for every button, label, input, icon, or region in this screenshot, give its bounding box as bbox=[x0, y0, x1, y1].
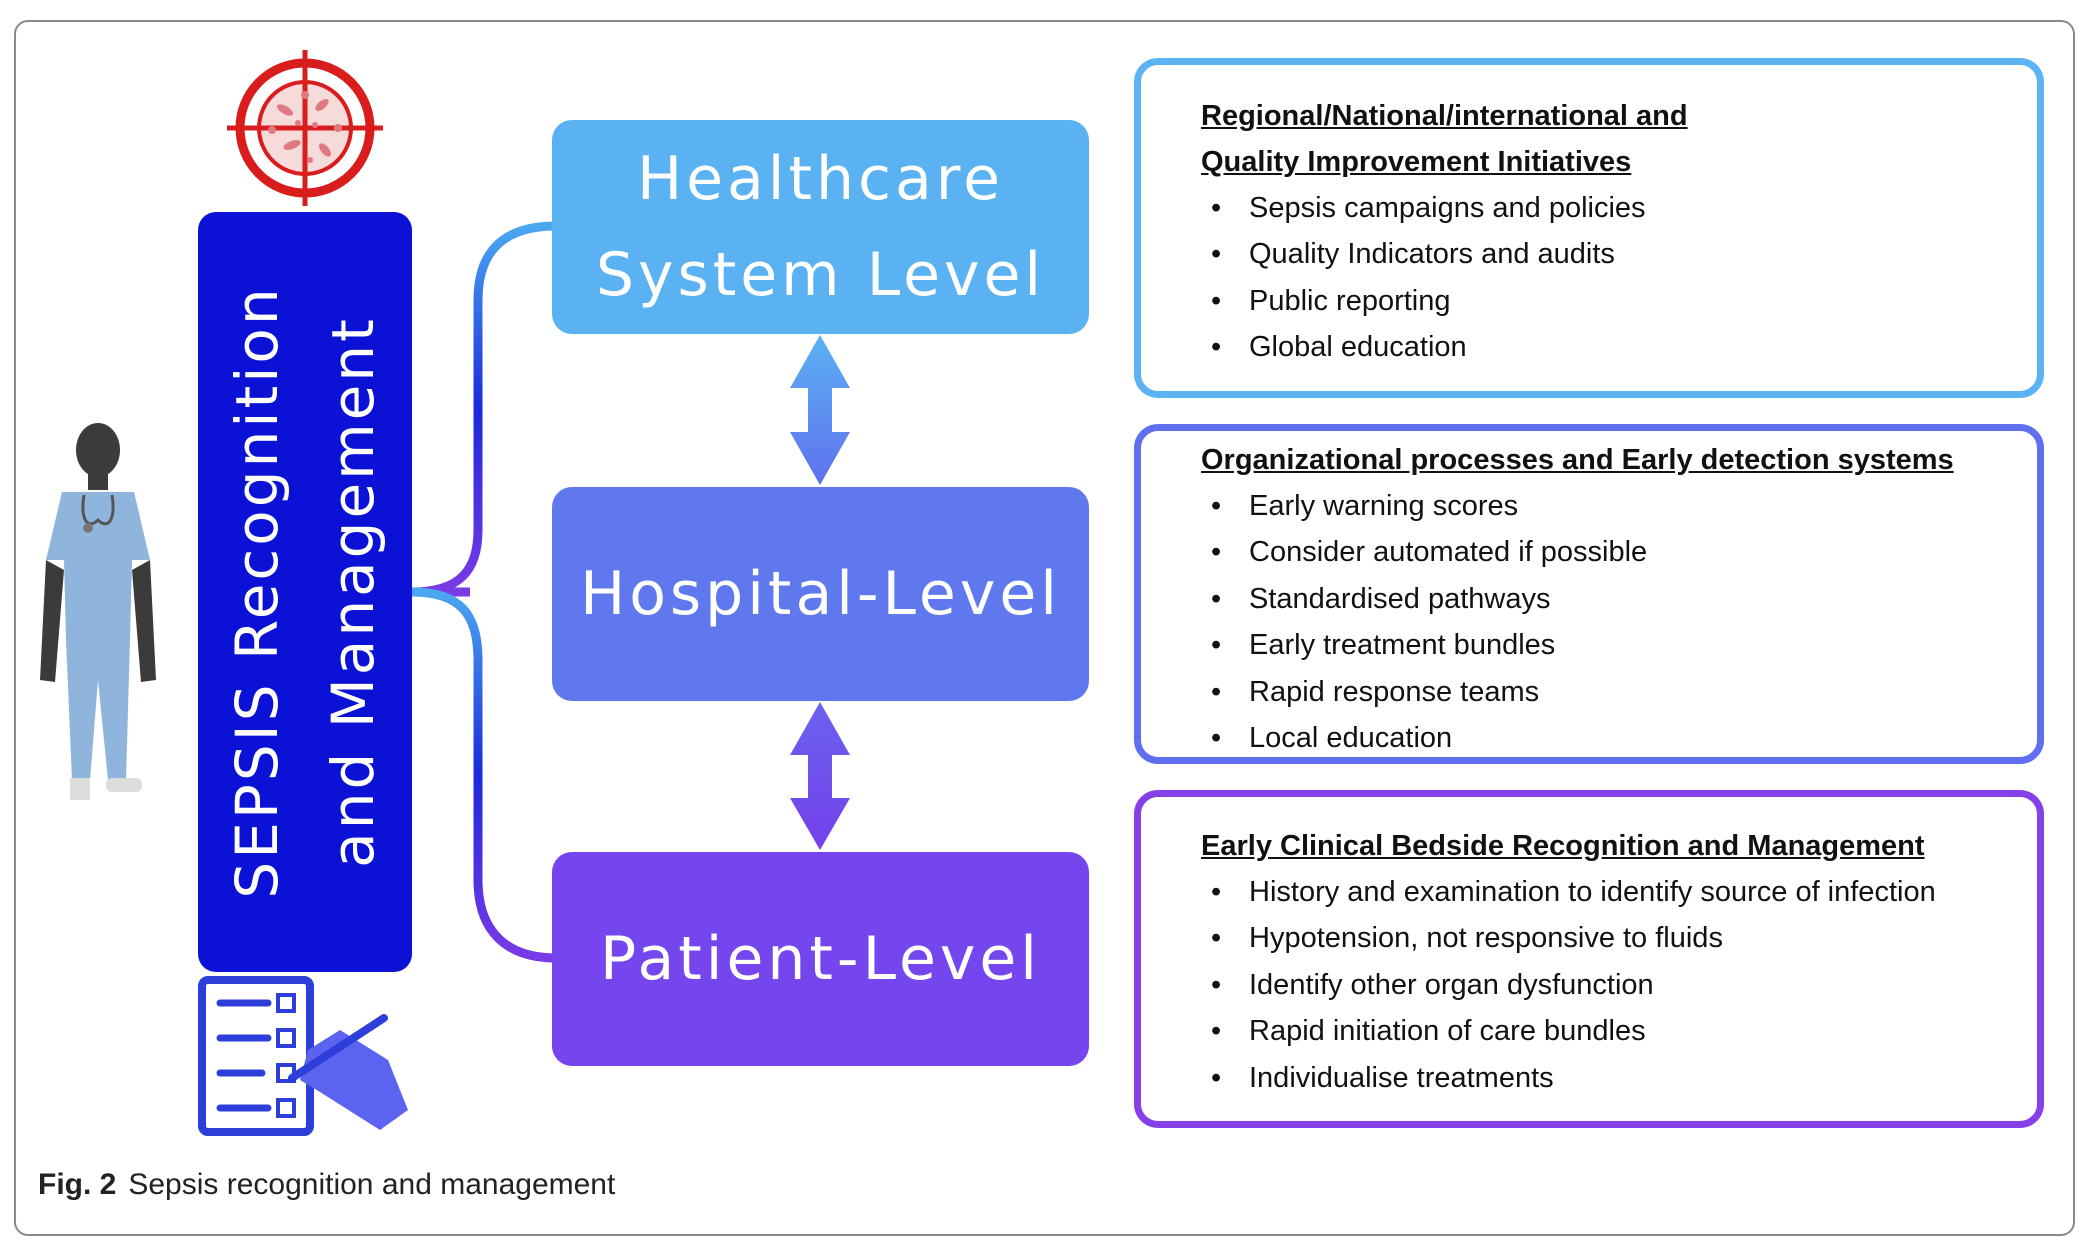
hospital-level-box: Hospital-Level bbox=[552, 487, 1089, 701]
healthcare-system-level-box: Healthcare System Level bbox=[552, 120, 1089, 334]
regional-initiatives-box: Regional/National/international and Qual… bbox=[1134, 58, 2044, 398]
list-item: Global education bbox=[1211, 324, 1646, 371]
list-item: Hypotension, not responsive to fluids bbox=[1211, 915, 1936, 962]
list-item: Public reporting bbox=[1211, 278, 1646, 325]
list-item: Local education bbox=[1211, 715, 1647, 762]
target-bacteria-icon bbox=[227, 50, 383, 206]
box-bullet-list: Sepsis campaigns and policies Quality In… bbox=[1211, 185, 1646, 371]
box-title-line2: Quality Improvement Initiatives bbox=[1201, 146, 1632, 178]
level-label-line1: Healthcare bbox=[636, 144, 1005, 214]
checklist-hand-icon bbox=[198, 976, 408, 1136]
clinician-figure-icon bbox=[40, 423, 156, 800]
sepsis-title-line1: SEPSIS Recognition bbox=[223, 285, 291, 899]
box-title: Organizational processes and Early detec… bbox=[1201, 444, 1954, 476]
list-item: Early treatment bundles bbox=[1211, 622, 1647, 669]
list-item: Sepsis campaigns and policies bbox=[1211, 185, 1646, 232]
level-label: Hospital-Level bbox=[580, 559, 1061, 629]
branch-connector bbox=[411, 221, 557, 963]
figure-caption: Fig. 2 Sepsis recognition and management bbox=[38, 1168, 615, 1202]
list-item: Consider automated if possible bbox=[1211, 529, 1647, 576]
list-item: Early warning scores bbox=[1211, 483, 1647, 530]
double-arrow-system-hospital bbox=[790, 335, 850, 485]
caption-text: Sepsis recognition and management bbox=[128, 1168, 616, 1201]
box-bullet-list: Early warning scores Consider automated … bbox=[1211, 483, 1647, 762]
sepsis-title-line2: and Management bbox=[319, 316, 387, 868]
list-item: Rapid response teams bbox=[1211, 669, 1647, 716]
double-arrow-hospital-patient bbox=[790, 702, 850, 850]
sepsis-title-bar bbox=[198, 212, 412, 972]
patient-level-box: Patient-Level bbox=[552, 852, 1089, 1066]
caption-label: Fig. 2 bbox=[38, 1168, 117, 1201]
box-title: Early Clinical Bedside Recognition and M… bbox=[1201, 830, 1925, 862]
box-bullet-list: History and examination to identify sour… bbox=[1211, 869, 1936, 1102]
bedside-recognition-box: Early Clinical Bedside Recognition and M… bbox=[1134, 790, 2044, 1128]
list-item: Quality Indicators and audits bbox=[1211, 231, 1646, 278]
box-title-line1: Regional/National/international and bbox=[1201, 100, 1688, 132]
list-item: Rapid initiation of care bundles bbox=[1211, 1008, 1936, 1055]
list-item: Identify other organ dysfunction bbox=[1211, 962, 1936, 1009]
list-item: Individualise treatments bbox=[1211, 1055, 1936, 1102]
sepsis-title: SEPSIS Recognition and Management bbox=[198, 212, 412, 972]
level-label: Patient-Level bbox=[600, 924, 1041, 994]
organizational-processes-box: Organizational processes and Early detec… bbox=[1134, 424, 2044, 764]
level-label-line2: System Level bbox=[595, 240, 1046, 310]
list-item: Standardised pathways bbox=[1211, 576, 1647, 623]
list-item: History and examination to identify sour… bbox=[1211, 869, 1936, 916]
